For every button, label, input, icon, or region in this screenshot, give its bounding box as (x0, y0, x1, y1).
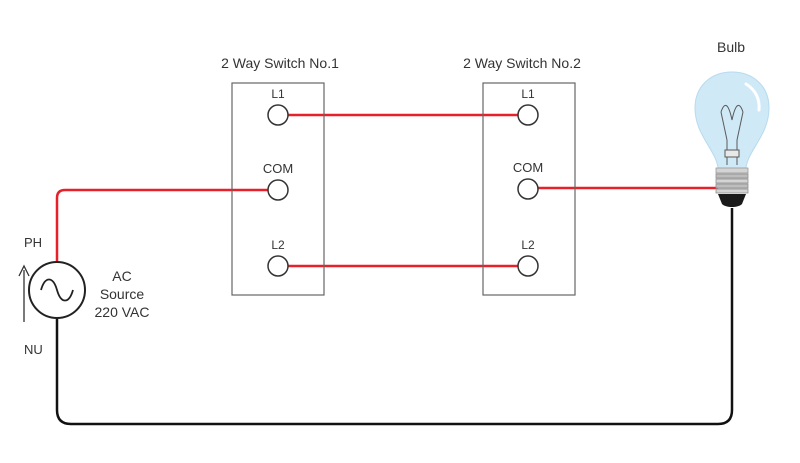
ac-source: PH NU AC Source 220 VAC (18, 235, 150, 357)
up-arrow-icon (18, 264, 30, 322)
source-label-line1: AC (112, 268, 131, 284)
switch-1-box (231, 82, 325, 296)
bulb-filament (720, 105, 744, 165)
switch-1-title: 2 Way Switch No.1 (221, 55, 339, 71)
switch-1: 2 Way Switch No.1 L1 COM L2 (221, 55, 339, 296)
bulb-label: Bulb (717, 39, 745, 55)
ph-label: PH (24, 235, 42, 250)
switch-2: 2 Way Switch No.2 L1 COM L2 (463, 55, 581, 296)
bulb-base-tip (718, 194, 746, 207)
phase-wire-source-to-com1 (55, 188, 278, 262)
switch-2-title: 2 Way Switch No.2 (463, 55, 581, 71)
bulb-base-collar (715, 167, 749, 174)
switch-1-l2-label: L2 (271, 238, 285, 252)
switch-2-com-label: COM (513, 160, 543, 175)
switch-2-l2-terminal (517, 255, 539, 277)
switch-1-l2-terminal (267, 255, 289, 277)
switch-1-l1-terminal (267, 104, 289, 126)
switch-2-l1-terminal (517, 104, 539, 126)
switch-2-com-terminal (517, 178, 539, 200)
switch-2-l2-label: L2 (521, 238, 535, 252)
switch-2-l1-label: L1 (521, 87, 535, 101)
switch-1-l1-label: L1 (271, 87, 285, 101)
light-bulb-icon: Bulb (694, 39, 770, 207)
neutral-wire (55, 208, 734, 426)
sine-wave (40, 278, 74, 302)
source-label-line2: Source (100, 286, 145, 302)
switch-2-box (482, 82, 576, 296)
switch-1-com-label: COM (263, 161, 293, 176)
source-label-line3: 220 VAC (95, 304, 150, 320)
switch-1-com-terminal (267, 179, 289, 201)
nu-label: NU (24, 342, 43, 357)
